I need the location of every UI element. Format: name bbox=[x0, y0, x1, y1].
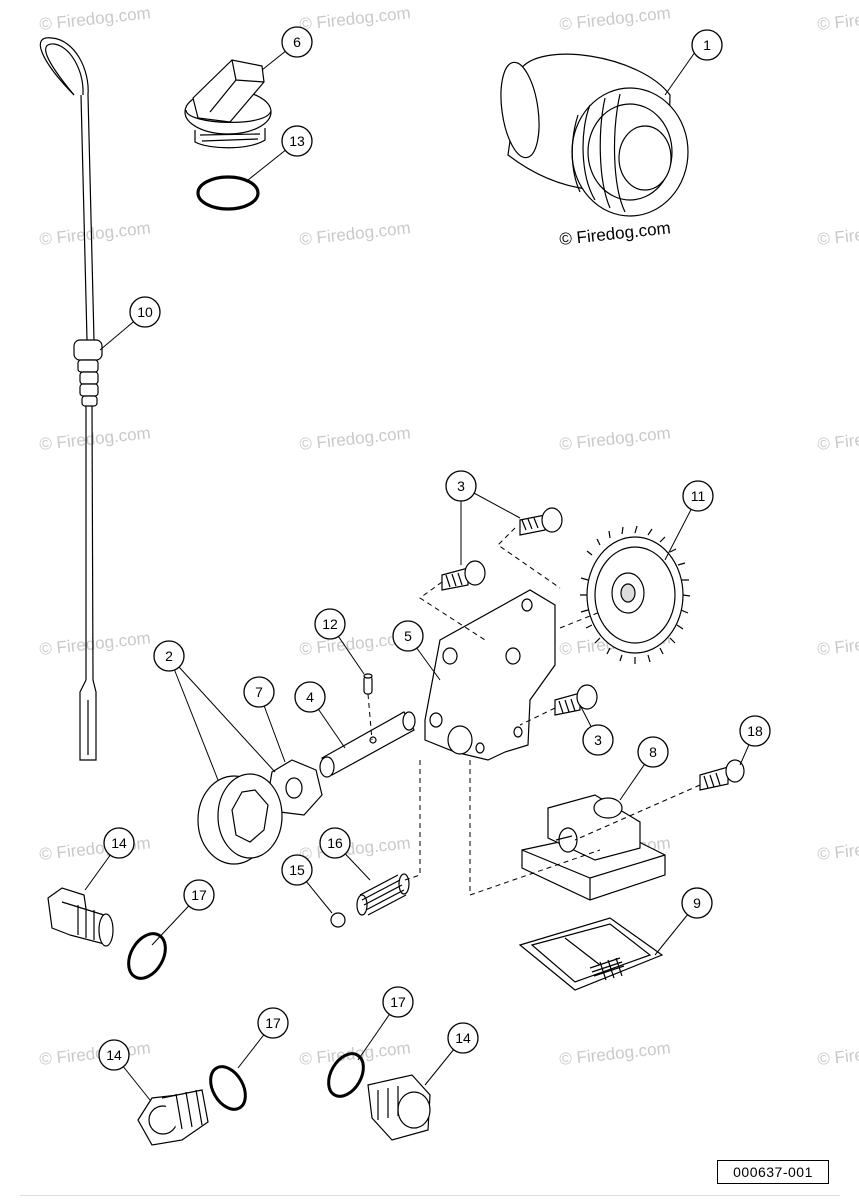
drain-plug-part bbox=[47, 887, 114, 947]
svg-text:11: 11 bbox=[691, 488, 706, 504]
drain-plug-part bbox=[367, 1074, 431, 1141]
callout-1: 1 bbox=[691, 29, 723, 61]
callout-18: 18 bbox=[739, 715, 771, 747]
callout-4: 4 bbox=[294, 681, 326, 713]
gasket-part bbox=[518, 917, 664, 991]
copyright-label: © Firedog.com bbox=[558, 218, 671, 249]
o-ring-part bbox=[196, 175, 260, 211]
svg-text:14: 14 bbox=[111, 835, 127, 851]
watermark: © Firedog.com bbox=[816, 423, 859, 454]
callout-17: 17 bbox=[257, 1007, 289, 1039]
callout-13: 13 bbox=[281, 125, 313, 157]
watermark: © Firedog.com bbox=[816, 3, 859, 34]
gear-part bbox=[580, 525, 691, 664]
filler-cap-part bbox=[184, 59, 272, 149]
watermark: © Firedog.com bbox=[38, 3, 151, 34]
pump-body-part bbox=[424, 589, 556, 761]
svg-text:7: 7 bbox=[255, 684, 263, 700]
watermark: © Firedog.com bbox=[816, 833, 859, 864]
ball-part bbox=[330, 912, 346, 928]
svg-text:14: 14 bbox=[455, 1030, 471, 1046]
callout-16: 16 bbox=[319, 827, 351, 859]
callout-14: 14 bbox=[98, 1039, 130, 1071]
callout-8: 8 bbox=[637, 736, 669, 768]
callout-3: 3 bbox=[582, 724, 614, 756]
watermark: © Firedog.com bbox=[816, 628, 859, 659]
svg-text:17: 17 bbox=[191, 887, 207, 903]
svg-text:14: 14 bbox=[106, 1047, 122, 1063]
callout-12: 12 bbox=[314, 608, 346, 640]
svg-text:5: 5 bbox=[404, 628, 412, 644]
callout-5: 5 bbox=[392, 620, 424, 652]
svg-text:8: 8 bbox=[649, 744, 657, 760]
drain-plug-part bbox=[137, 1089, 209, 1146]
callout-14: 14 bbox=[103, 827, 135, 859]
outer-rotor-part bbox=[197, 773, 283, 865]
watermark: © Firedog.com bbox=[298, 423, 411, 454]
watermark: © Firedog.com bbox=[38, 423, 151, 454]
dipstick-part bbox=[39, 37, 103, 761]
watermark: © Firedog.com bbox=[558, 1038, 671, 1069]
svg-text:3: 3 bbox=[594, 732, 602, 748]
callout-17: 17 bbox=[382, 986, 414, 1018]
svg-text:1: 1 bbox=[703, 37, 711, 53]
oil-filter-part bbox=[500, 53, 689, 217]
svg-text:17: 17 bbox=[390, 994, 406, 1010]
svg-text:15: 15 bbox=[289, 862, 305, 878]
reference-number: 000637-001 bbox=[717, 1160, 829, 1184]
watermark: © Firedog.com bbox=[558, 3, 671, 34]
watermark: © Firedog.com bbox=[38, 1038, 151, 1069]
callout-2: 2 bbox=[153, 640, 185, 672]
callout-14: 14 bbox=[447, 1022, 479, 1054]
o-ring-part bbox=[209, 1065, 247, 1111]
svg-text:16: 16 bbox=[327, 835, 343, 851]
pin-part bbox=[363, 673, 373, 695]
watermark-layer: © Firedog.com © Firedog.com © Firedog.co… bbox=[38, 3, 859, 1069]
callout-9: 9 bbox=[681, 887, 713, 919]
o-ring-part bbox=[327, 1052, 365, 1098]
svg-text:13: 13 bbox=[289, 133, 305, 149]
spring-part bbox=[356, 873, 410, 916]
callout-3: 3 bbox=[445, 470, 477, 502]
bolt-part bbox=[519, 507, 563, 536]
shaft-part bbox=[319, 711, 416, 778]
svg-text:9: 9 bbox=[693, 895, 701, 911]
svg-text:18: 18 bbox=[747, 723, 763, 739]
watermark: © Firedog.com bbox=[558, 423, 671, 454]
svg-text:2: 2 bbox=[165, 648, 173, 664]
assembly-lines bbox=[367, 527, 701, 896]
watermark: © Firedog.com bbox=[816, 218, 859, 249]
watermark: © Firedog.com bbox=[298, 3, 411, 34]
svg-text:4: 4 bbox=[306, 689, 314, 705]
callout-10: 10 bbox=[129, 296, 161, 328]
strainer-housing-part bbox=[521, 794, 666, 901]
o-ring-part bbox=[127, 932, 167, 980]
callout-11: 11 bbox=[682, 480, 714, 512]
svg-text:17: 17 bbox=[265, 1015, 281, 1031]
divider bbox=[20, 1195, 840, 1196]
svg-text:6: 6 bbox=[293, 34, 301, 50]
svg-text:10: 10 bbox=[137, 304, 153, 320]
watermark: © Firedog.com bbox=[816, 1038, 859, 1069]
watermark: © Firedog.com bbox=[298, 833, 411, 864]
watermark: © Firedog.com bbox=[38, 628, 151, 659]
svg-text:3: 3 bbox=[457, 478, 465, 494]
callout-6: 6 bbox=[281, 26, 313, 58]
watermark: © Firedog.com bbox=[38, 833, 151, 864]
callout-17: 17 bbox=[183, 879, 215, 911]
watermark: © Firedog.com bbox=[38, 218, 151, 249]
watermark: © Firedog.com bbox=[298, 218, 411, 249]
svg-text:12: 12 bbox=[322, 616, 338, 632]
bolt-part bbox=[554, 684, 598, 716]
bolt-part bbox=[699, 759, 745, 791]
callout-15: 15 bbox=[281, 854, 313, 886]
callout-7: 7 bbox=[243, 676, 275, 708]
bolt-part bbox=[441, 560, 486, 591]
